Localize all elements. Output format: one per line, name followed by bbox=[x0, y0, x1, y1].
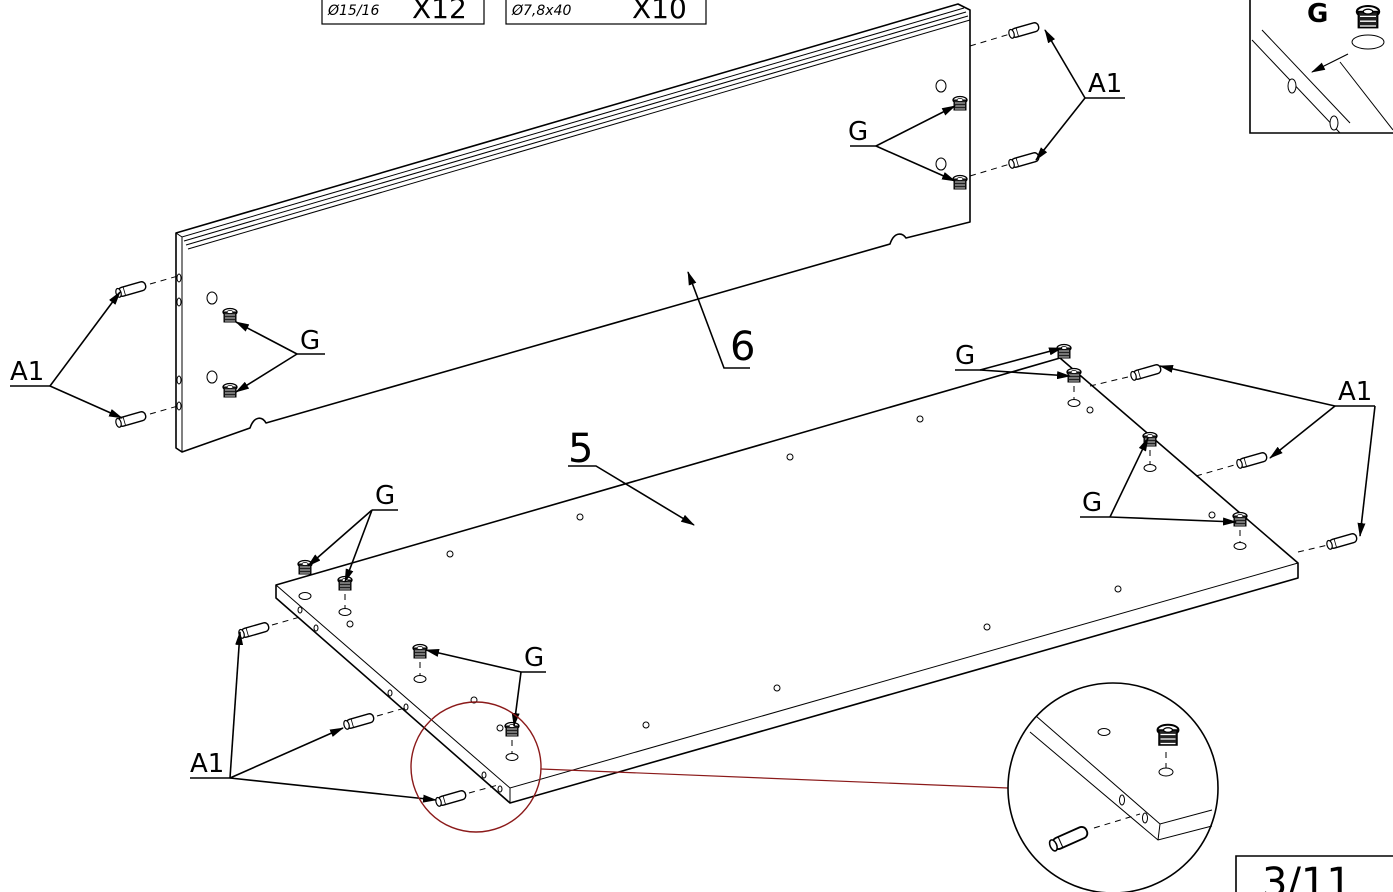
hardware-box-cam: Ø15/16 X12 bbox=[321, 0, 485, 25]
leader-lines bbox=[10, 29, 1376, 803]
inset-cam-label: G bbox=[1307, 0, 1328, 29]
cam-detail-inset: G bbox=[1249, 0, 1393, 134]
label-g-bottom-right: G bbox=[1082, 488, 1102, 518]
page-number-box: 3/11 bbox=[1235, 855, 1393, 892]
label-g-bottom-back: G bbox=[955, 341, 975, 371]
hardware-box-dowel: Ø7,8x40 X10 bbox=[505, 0, 707, 25]
label-g-back-left: G bbox=[300, 326, 320, 356]
dowels bbox=[114, 21, 1359, 808]
label-panel-5: 5 bbox=[568, 426, 593, 472]
label-g-bottom-front-left: G bbox=[375, 481, 395, 511]
label-a1-bottom-left: A1 bbox=[190, 749, 224, 779]
label-a1-bottom-right: A1 bbox=[1338, 377, 1372, 407]
label-panel-6: 6 bbox=[730, 324, 755, 370]
hardware-cam-size: Ø15/16 bbox=[327, 3, 379, 19]
page-number: 3/11 bbox=[1262, 860, 1352, 892]
back-panel-6 bbox=[175, 3, 971, 453]
label-a1-back-right: A1 bbox=[1088, 69, 1122, 99]
hardware-cam-qty: X12 bbox=[412, 0, 467, 25]
detail-callout bbox=[410, 682, 1219, 892]
label-g-back-right: G bbox=[848, 117, 868, 147]
hardware-dowel-qty: X10 bbox=[632, 0, 687, 25]
label-g-bottom-front-mid: G bbox=[524, 643, 544, 673]
part-labels: A1 G A1 G 6 5 G A1 G G G A1 bbox=[10, 69, 1372, 779]
hardware-dowel-size: Ø7,8x40 bbox=[511, 3, 571, 19]
label-a1-back-left: A1 bbox=[10, 357, 44, 387]
